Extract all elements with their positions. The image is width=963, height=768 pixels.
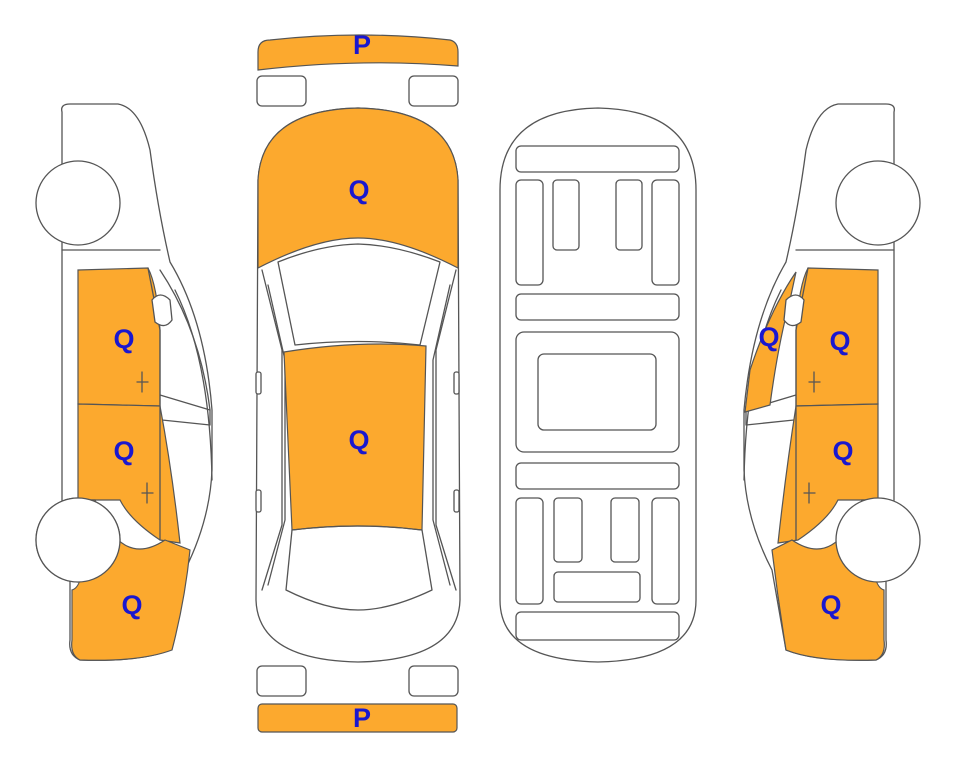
rear-right-light	[408, 665, 459, 697]
left-rear-door-panel	[77, 403, 181, 544]
left-side-hood-line	[174, 289, 213, 481]
underbody-front-left-rail	[515, 179, 544, 286]
underbody-mid-rear-crossmember	[515, 462, 680, 490]
left-front-door-label: Q	[113, 324, 134, 354]
right-side-quarter-window	[783, 294, 805, 327]
underbody-rear-crossmember	[515, 611, 680, 641]
front-bumper-label: P	[353, 30, 371, 60]
underbody-front-right-mount	[615, 179, 643, 251]
right-side-mirror	[745, 394, 797, 426]
right-front-door-handle-icon	[808, 371, 821, 393]
top-view-right-side-line	[435, 269, 457, 591]
right-rear-quarter-label: Q	[820, 590, 841, 620]
left-side-rear-wheel	[35, 160, 121, 246]
underbody-view	[499, 107, 697, 663]
left-side-door-seam	[147, 267, 161, 541]
left-side-front-wheel-front	[35, 497, 121, 583]
right-side-view: Q Q Q Q	[743, 103, 921, 661]
left-rear-door-label: Q	[113, 436, 134, 466]
left-side-view: Q Q Q	[35, 103, 213, 661]
underbody-rear-right-mount	[610, 497, 640, 563]
right-a-pillar-panel	[744, 271, 797, 413]
right-side-front-wheel	[835, 497, 921, 583]
left-rear-quarter-label: Q	[121, 590, 142, 620]
rear-bumper-label: P	[353, 703, 371, 733]
top-view-rear-window	[285, 525, 433, 611]
top-view: P Q Q P	[255, 30, 461, 733]
roof-label: Q	[348, 425, 369, 455]
right-side-door-seam	[795, 267, 809, 541]
right-front-door-label: Q	[829, 326, 850, 356]
underbody-front-left-mount	[552, 179, 580, 251]
underbody-fuel-tank	[553, 571, 641, 603]
right-side-rear-wheel	[835, 160, 921, 246]
underbody-rear-left-rail	[515, 497, 544, 605]
right-a-pillar-label: Q	[758, 322, 779, 352]
front-right-light	[408, 75, 459, 107]
front-left-light	[256, 75, 307, 107]
top-view-left-handle	[255, 489, 262, 513]
left-front-door-handle-icon	[136, 371, 149, 393]
underbody-mid-front-crossmember	[515, 293, 680, 321]
underbody-tunnel	[537, 353, 657, 431]
top-view-left-side-line	[261, 269, 283, 591]
left-side-quarter-window	[151, 294, 173, 327]
top-view-right-inner-line	[432, 284, 451, 586]
front-bumper-panel	[257, 34, 459, 71]
right-rear-door-panel	[777, 403, 879, 544]
underbody-rear-right-rail	[651, 497, 680, 605]
hood-label: Q	[348, 175, 369, 205]
left-side-mirror	[159, 394, 211, 426]
right-rear-door-handle-icon	[803, 482, 816, 504]
top-view-left-inner-line	[267, 284, 286, 586]
top-view-right-mirror	[453, 371, 460, 395]
underbody-rear-left-mount	[553, 497, 583, 563]
rear-left-light	[256, 665, 307, 697]
right-rear-door-label: Q	[832, 436, 853, 466]
rear-bumper-panel	[257, 703, 458, 733]
hood-panel	[257, 107, 459, 269]
top-view-right-handle	[453, 489, 460, 513]
underbody-front-right-rail	[651, 179, 680, 286]
top-view-left-mirror	[255, 371, 262, 395]
left-rear-door-handle-icon	[141, 482, 154, 504]
underbody-front-crossmember	[515, 145, 680, 173]
top-view-windshield	[277, 243, 441, 346]
